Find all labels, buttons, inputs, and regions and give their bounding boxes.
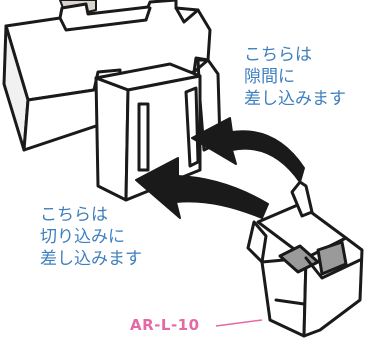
arrow-to-notch — [135, 157, 269, 219]
callout-line: 切り込みに — [40, 227, 125, 247]
clip-pad — [278, 244, 320, 274]
insert-arrows — [135, 117, 305, 219]
callout-line: 差し込みます — [40, 249, 142, 269]
callout-gap-insert: こちらは 隙間に 差し込みます — [244, 44, 346, 110]
clip-pad — [316, 240, 348, 276]
callout-line: 隙間に — [244, 67, 295, 87]
callout-notch-insert: こちらは 切り込みに 差し込みます — [40, 204, 142, 270]
bracket-side-line — [192, 58, 210, 74]
bracket-crown-line — [174, 6, 200, 24]
clip-edge-line — [304, 256, 362, 280]
callout-line: 差し込みます — [244, 89, 346, 109]
callout-line: こちらは — [244, 45, 312, 65]
arrow-to-gap — [191, 117, 305, 183]
part-leader-line — [215, 319, 263, 327]
callout-line: こちらは — [40, 205, 108, 225]
gap-slot — [184, 86, 200, 168]
part-label: AR-L-10 — [130, 316, 200, 334]
notch-slot — [137, 102, 150, 172]
bracket-crown-line — [58, 6, 152, 32]
clip-part — [246, 180, 364, 338]
inner-block-front — [94, 76, 130, 202]
clip-left-hook — [246, 220, 268, 264]
clip-edge-line — [274, 298, 306, 306]
inner-block — [94, 62, 202, 202]
clip-fin — [290, 180, 314, 218]
